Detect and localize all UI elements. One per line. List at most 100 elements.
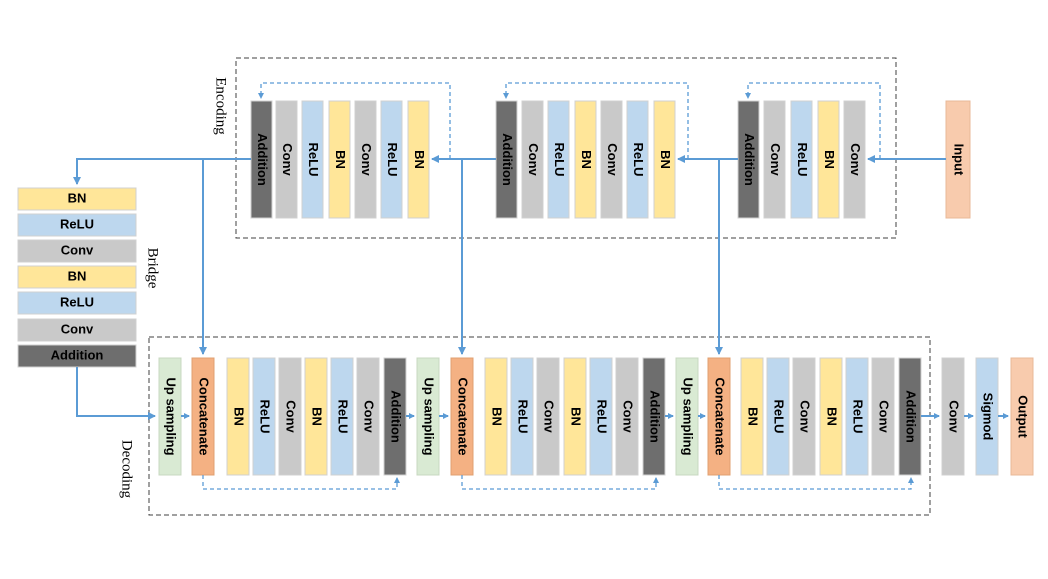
svg-text:Addition: Addition (255, 133, 270, 186)
decoder-stage-1: Up sampling Concatenate BN ReLU Conv BN … (158, 357, 407, 476)
svg-text:ReLU: ReLU (851, 400, 866, 434)
dec3-conv-block-2: Conv (871, 357, 895, 476)
bridge-conv-block-2: Conv (17, 318, 137, 342)
svg-text:Sigmod: Sigmod (981, 393, 996, 441)
dec2-relu-block: ReLU (510, 357, 534, 476)
dec1-addition-block: Addition (383, 357, 407, 476)
svg-text:Concatenate: Concatenate (456, 377, 471, 455)
svg-text:ReLU: ReLU (60, 216, 94, 231)
svg-text:ReLU: ReLU (631, 143, 646, 177)
enc3-bn-block: BN (328, 100, 351, 219)
dec2-conv-block-2: Conv (615, 357, 639, 476)
dec1-conv-block: Conv (278, 357, 302, 476)
decoding-group-box (148, 336, 931, 516)
svg-text:Conv: Conv (61, 242, 94, 257)
svg-text:BN: BN (569, 407, 584, 426)
svg-text:Conv: Conv (61, 321, 94, 336)
svg-text:Conv: Conv (284, 400, 299, 433)
dec2-addition-block: Addition (642, 357, 666, 476)
dec3-upsampling-block: Up sampling (675, 357, 699, 476)
enc2-conv-block-2: Conv (600, 100, 623, 219)
enc1-conv-block: Conv (763, 100, 786, 219)
svg-text:Up sampling: Up sampling (422, 377, 437, 455)
svg-text:Conv: Conv (848, 143, 863, 176)
svg-text:Conv: Conv (542, 400, 557, 433)
enc2-bn-block-2: BN (653, 100, 676, 219)
dec1-bn-block-2: BN (304, 357, 328, 476)
residual-dec1 (202, 475, 400, 490)
dec2-bn-block-2: BN (563, 357, 587, 476)
dec2-upsampling-block: Up sampling (416, 357, 440, 476)
svg-text:BN: BN (579, 150, 594, 169)
svg-text:Conv: Conv (621, 400, 636, 433)
svg-text:Addition: Addition (500, 133, 515, 186)
dec1-relu-block-2: ReLU (330, 357, 354, 476)
svg-text:Conv: Conv (526, 143, 541, 176)
output-block: Output (1010, 357, 1034, 476)
arrow-enc3-to-bridge (73, 158, 251, 185)
svg-text:BN: BN (746, 407, 761, 426)
svg-text:BN: BN (658, 150, 673, 169)
svg-text:Addition: Addition (742, 133, 757, 186)
dec3-addition-block: Addition (898, 357, 922, 476)
encoding-section-label: Encoding (213, 77, 229, 135)
encoder-stage-3: Addition Conv ReLU BN Conv ReLU BN (250, 100, 430, 219)
dec1-relu-block: ReLU (252, 357, 276, 476)
bridge-conv-block: Conv (17, 239, 137, 263)
dec3-relu-block: ReLU (766, 357, 790, 476)
svg-text:BN: BN (822, 150, 837, 169)
dec3-concatenate-block: Concatenate (707, 357, 731, 476)
svg-text:Conv: Conv (768, 143, 783, 176)
encoder-stage-2: Addition Conv ReLU BN Conv ReLU BN (495, 100, 676, 219)
bridge-relu-block-2: ReLU (17, 291, 137, 315)
residual-enc2 (503, 82, 689, 159)
bridge-stack: BN ReLU Conv BN ReLU Conv Addition (17, 187, 137, 368)
bridge-section-label: Bridge (145, 248, 161, 289)
svg-text:BN: BN (412, 150, 427, 169)
svg-text:Output: Output (1016, 395, 1031, 438)
head-sigmoid-block: Sigmod (975, 357, 999, 476)
svg-text:Conv: Conv (362, 400, 377, 433)
enc2-bn-block: BN (574, 100, 597, 219)
dec2-relu-block-2: ReLU (589, 357, 613, 476)
bridge-addition-block: Addition (17, 344, 137, 368)
svg-text:Up sampling: Up sampling (164, 377, 179, 455)
enc2-addition-block: Addition (495, 100, 518, 219)
svg-text:Input: Input (952, 144, 967, 176)
svg-text:Addition: Addition (389, 390, 404, 443)
head-conv-block: Conv (941, 357, 965, 476)
svg-text:Concatenate: Concatenate (713, 377, 728, 455)
residual-enc1 (745, 82, 881, 159)
svg-text:Addition: Addition (51, 347, 104, 362)
svg-text:Conv: Conv (798, 400, 813, 433)
decoding-section-label: Decoding (119, 440, 135, 499)
arrow-bridge-to-dec1 (76, 367, 156, 420)
svg-text:Conv: Conv (605, 143, 620, 176)
dec3-relu-block-2: ReLU (845, 357, 869, 476)
svg-text:Addition: Addition (904, 390, 919, 443)
enc3-bn-block-2: BN (407, 100, 430, 219)
enc3-conv-block: Conv (275, 100, 298, 219)
bridge-bn-block-2: BN (17, 265, 137, 289)
enc2-conv-block: Conv (521, 100, 544, 219)
svg-text:Conv: Conv (877, 400, 892, 433)
input-block: Input (945, 100, 971, 219)
svg-text:Concatenate: Concatenate (197, 377, 212, 455)
svg-text:BN: BN (333, 150, 348, 169)
dec3-bn-block: BN (740, 357, 764, 476)
dec1-concatenate-block: Concatenate (191, 357, 215, 476)
enc1-bn-block: BN (817, 100, 840, 219)
svg-text:ReLU: ReLU (306, 143, 321, 177)
residual-connections (202, 82, 914, 490)
enc3-conv-block-2: Conv (354, 100, 377, 219)
svg-text:Addition: Addition (648, 390, 663, 443)
decoder-stage-3: Up sampling Concatenate BN ReLU Conv BN … (675, 357, 922, 476)
svg-text:BN: BN (232, 407, 247, 426)
enc3-relu-block: ReLU (301, 100, 324, 219)
bridge-bn-block: BN (17, 187, 137, 211)
dec3-bn-block-2: BN (819, 357, 843, 476)
svg-text:ReLU: ReLU (385, 143, 400, 177)
enc3-relu-block-2: ReLU (380, 100, 403, 219)
dec1-upsampling-block: Up sampling (158, 357, 182, 476)
